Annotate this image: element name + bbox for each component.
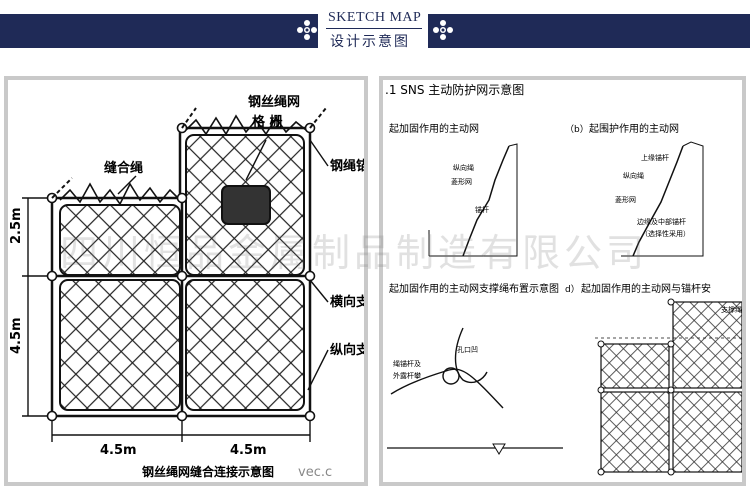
diagram-c-label-3: 外露杆攀 [393, 371, 421, 380]
diagram-c-title: 起加固作用的主动网支撑绳布置示意图 [389, 282, 559, 295]
wire-rope-net-diagram: 2.5m 4.5m 4.5m 4.5m 钢丝绳网 格 栅 缝合绳 钢绳锚 横向支… [9, 94, 364, 480]
left-caption: 钢丝绳网缝合连接示意图 [142, 464, 274, 479]
diagram-c-label-1: 孔口凹 [457, 346, 478, 354]
dim-width-label-1: 4.5m [100, 443, 137, 458]
header-title-en: SKETCH MAP [328, 10, 422, 25]
company-watermark: 四川恒品金属制品制造有限公司 [60, 231, 649, 275]
watermark-fragment: vec.c [298, 465, 332, 480]
diagram-a-title: 起加固作用的主动网 [389, 122, 479, 135]
label-seam-rope: 缝合绳 [104, 160, 143, 176]
label-wire-rope-grid-1: 钢丝绳网 [248, 94, 300, 110]
label-vertical: 纵向支 [330, 342, 364, 358]
diagram-c-label-2: 绳锚杆及 [393, 359, 421, 368]
diagram-d-label-1: 支撑绳 [721, 305, 742, 314]
label-horizontal: 横向支 [330, 294, 364, 310]
right-heading: .1 SNS 主动防护网示意图 [385, 82, 524, 97]
diagram-b-title: 起围护作用的主动网 [589, 122, 679, 135]
diagram-b-label-5: （选择性采用） [641, 229, 690, 238]
flower-ornament-icon [297, 20, 317, 40]
label-wire-rope-grid-2: 格 栅 [252, 114, 283, 130]
header-title-box [318, 8, 428, 52]
dim-top-label: 2.5m [9, 207, 24, 244]
label-anchor: 钢绳锚 [330, 158, 364, 174]
diagram-b-label-1: 上缘锚杆 [641, 153, 669, 162]
diagram-a-label-2: 菱形网 [451, 177, 472, 186]
left-diagram-panel: 2.5m 4.5m 4.5m 4.5m 钢丝绳网 格 栅 缝合绳 钢绳锚 横向支… [4, 76, 368, 486]
dim-width-label-2: 4.5m [230, 443, 267, 458]
diagram-b-label-2: 纵向绳 [623, 171, 644, 180]
diagram-d-title: 起加固作用的主动网与锚杆安 [581, 282, 711, 295]
right-diagram-panel: .1 SNS 主动防护网示意图 起加固作用的主动网 纵向绳 菱形网 锚杆 （b）… [379, 76, 746, 486]
diagram-a-label-1: 纵向绳 [453, 163, 474, 172]
diagram-b-label-3: 菱形网 [615, 195, 636, 204]
header-divider [326, 28, 422, 29]
diagram-a-label-3: 锚杆 [475, 205, 489, 214]
diagram-d-prefix: d） [565, 284, 580, 295]
sns-active-net-diagrams: .1 SNS 主动防护网示意图 起加固作用的主动网 纵向绳 菱形网 锚杆 （b）… [385, 82, 742, 476]
flower-ornament-icon [433, 20, 453, 40]
dim-bottom-label: 4.5m [9, 317, 24, 354]
diagram-b-label-4: 边缘及中部锚杆 [637, 217, 686, 226]
diagram-b-prefix: （b） [565, 124, 589, 135]
header-title-cn: 设计示意图 [330, 34, 410, 50]
